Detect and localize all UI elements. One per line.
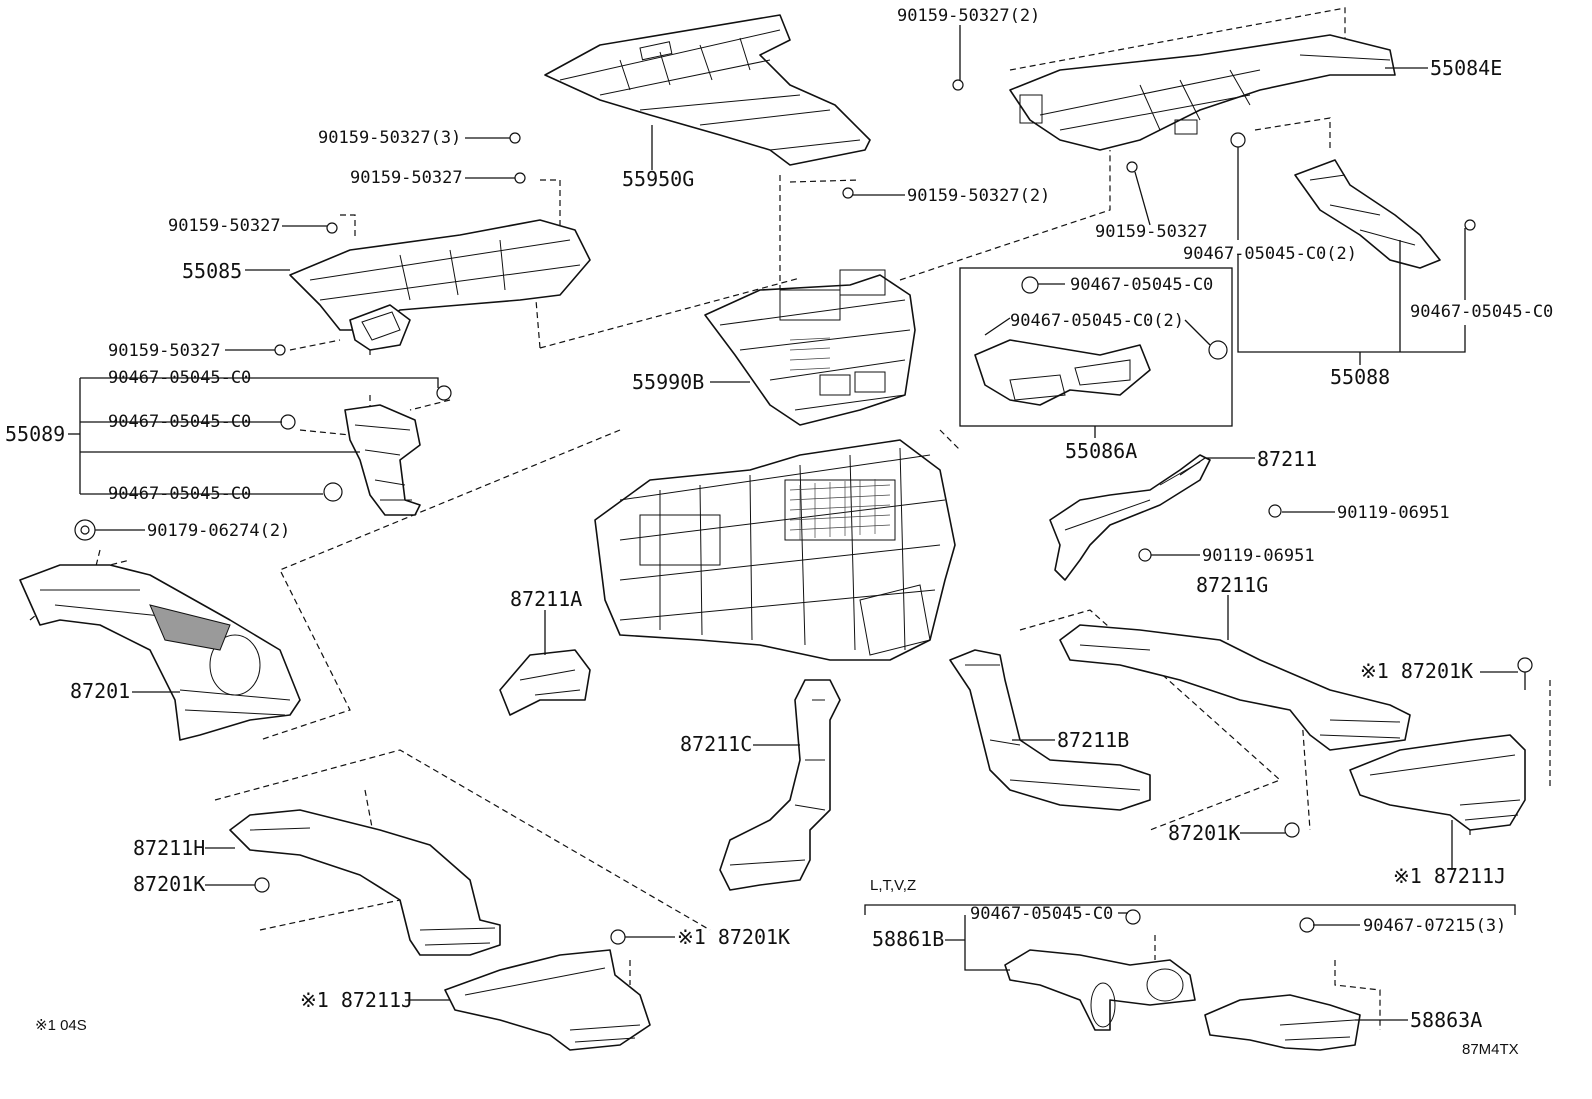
clip-icon xyxy=(610,929,626,945)
screw-icon xyxy=(274,344,286,356)
label-90467-05045-C0-2-box: 90467-05045-C0(2) xyxy=(1010,311,1184,331)
label-55990B: 55990B xyxy=(632,370,704,394)
part-58863A-duct[interactable] xyxy=(1204,994,1361,1051)
label-87211B: 87211B xyxy=(1057,728,1129,752)
label-87211: 87211 xyxy=(1257,447,1317,471)
part-87201-duct[interactable] xyxy=(19,564,301,741)
assembly-guide-lines xyxy=(29,7,1551,1030)
part-87211H-duct[interactable] xyxy=(229,809,501,956)
label-87211H: 87211H xyxy=(133,836,205,860)
part-87211C-duct[interactable] xyxy=(719,679,841,891)
clip-icon xyxy=(280,414,296,430)
label-87211A: 87211A xyxy=(510,587,582,611)
label-55085: 55085 xyxy=(182,259,242,283)
nut-icon xyxy=(74,519,96,541)
clip-icon xyxy=(254,877,270,893)
label-55086A: 55086A xyxy=(1065,439,1137,463)
screw-icon xyxy=(1464,219,1476,231)
leader-lines xyxy=(68,25,1526,1021)
part-55088-duct[interactable] xyxy=(1294,159,1441,269)
part-55086A-duct[interactable] xyxy=(974,339,1151,406)
label-87211C: 87211C xyxy=(680,732,752,756)
clip-icon xyxy=(1284,822,1300,838)
label-58863A: 58863A xyxy=(1410,1008,1482,1032)
label-87201K-right: 87201K xyxy=(1168,821,1240,845)
screw-icon xyxy=(326,222,338,234)
screw-icon xyxy=(509,132,521,144)
part-labels: 90159-50327(2) 55084E 90159-50327(3) 559… xyxy=(5,6,1553,1058)
diagram-code: 87M4TX xyxy=(1462,1041,1519,1058)
part-58861B-duct[interactable] xyxy=(1004,949,1196,1031)
part-55950G-duct[interactable] xyxy=(544,14,871,166)
label-90467-05045-C0-58861B: 90467-05045-C0 xyxy=(970,904,1113,924)
label-90467-05045-C0-55089-c: 90467-05045-C0 xyxy=(108,484,251,504)
label-90159-50327-2-top: 90159-50327(2) xyxy=(897,6,1040,26)
label-90159-50327-lower: 90159-50327 xyxy=(108,341,221,361)
label-55089: 55089 xyxy=(5,422,65,446)
variant-group-box xyxy=(864,904,1516,915)
label-55084E: 55084E xyxy=(1430,56,1502,80)
label-58861B: 58861B xyxy=(872,927,944,951)
screw-icon xyxy=(514,172,526,184)
clip-icon xyxy=(1021,276,1039,294)
clip-icon xyxy=(1299,917,1315,933)
label-90179-06274-2: 90179-06274(2) xyxy=(147,521,290,541)
part-55086A-box xyxy=(959,267,1233,427)
label-87201K-note1: ※1 87201K xyxy=(1360,659,1473,683)
label-87211J-right: ※1 87211J xyxy=(1393,864,1506,888)
screw-icon xyxy=(842,187,854,199)
part-87211A-bracket[interactable] xyxy=(499,649,591,716)
part-87211G-duct[interactable] xyxy=(1059,624,1411,751)
label-87211J-left: ※1 87211J xyxy=(300,988,413,1012)
part-87211J-right-duct[interactable] xyxy=(1349,734,1526,831)
clip-icon xyxy=(323,482,343,502)
label-90119-06951-a: 90119-06951 xyxy=(1337,503,1450,523)
part-55990B-register[interactable] xyxy=(704,269,916,426)
clip-icon xyxy=(1208,340,1228,360)
label-variant-LTVZ: L,T,V,Z xyxy=(870,877,916,894)
label-90467-05045-C0-box-top: 90467-05045-C0 xyxy=(1070,275,1213,295)
screw-icon xyxy=(952,79,964,91)
label-90467-05045-C0-2-right: 90467-05045-C0(2) xyxy=(1183,244,1357,264)
screw-icon xyxy=(1126,161,1138,173)
label-90159-50327-3: 90159-50327(3) xyxy=(318,128,461,148)
part-55084E-duct[interactable] xyxy=(1009,34,1396,151)
label-90159-50327-2-mid: 90159-50327(2) xyxy=(907,186,1050,206)
part-55089-duct[interactable] xyxy=(344,404,421,516)
label-90159-50327-left: 90159-50327 xyxy=(168,216,281,236)
part-87211J-left-duct[interactable] xyxy=(444,949,651,1051)
screw-icon xyxy=(1268,504,1282,518)
part-55085-duct[interactable] xyxy=(289,219,591,351)
label-90159-50327-upper: 90159-50327 xyxy=(350,168,463,188)
label-87201: 87201 xyxy=(70,679,130,703)
label-90119-06951-b: 90119-06951 xyxy=(1202,546,1315,566)
label-90467-05045-C0-55089-a: 90467-05045-C0 xyxy=(108,368,251,388)
label-90467-05045-C0-far-right: 90467-05045-C0 xyxy=(1410,302,1553,322)
label-90159-50327-right: 90159-50327 xyxy=(1095,222,1208,242)
clip-icon xyxy=(436,385,452,401)
clip-icon xyxy=(1230,132,1246,148)
clip-icon xyxy=(1125,909,1141,925)
part-heater-unit[interactable] xyxy=(594,439,956,661)
clip-icon xyxy=(1517,657,1533,673)
fasteners xyxy=(74,79,1533,945)
label-87211G: 87211G xyxy=(1196,573,1268,597)
label-90467-07215-3: 90467-07215(3) xyxy=(1363,916,1506,936)
part-87211B-duct[interactable] xyxy=(949,649,1151,811)
screw-icon xyxy=(1138,548,1152,562)
label-90467-05045-C0-55089-b: 90467-05045-C0 xyxy=(108,412,251,432)
label-87201K-left: 87201K xyxy=(133,872,205,896)
part-87211-duct[interactable] xyxy=(1049,454,1211,581)
label-55088: 55088 xyxy=(1330,365,1390,389)
footnote: ※1 04S xyxy=(35,1017,87,1034)
label-87201K-note2: ※1 87201K xyxy=(677,925,790,949)
label-55950G: 55950G xyxy=(622,167,694,191)
